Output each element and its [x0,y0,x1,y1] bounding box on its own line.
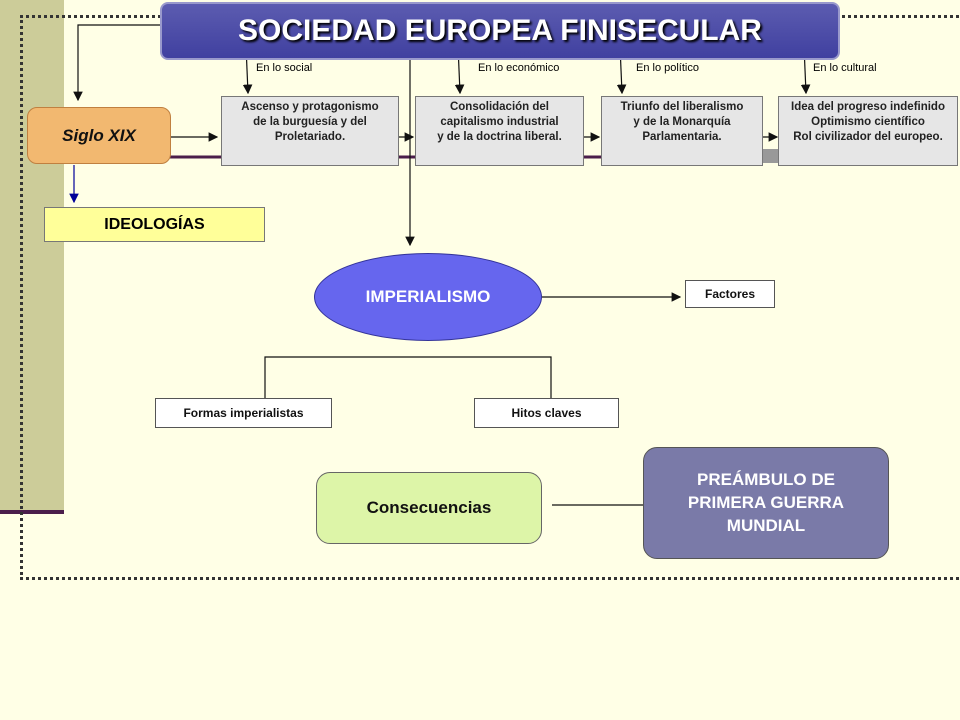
box-economico: Consolidación del capitalismo industrial… [415,96,584,166]
factores-node: Factores [685,280,775,308]
imperialismo-node: IMPERIALISMO [314,253,542,341]
box-economico-line: y de la doctrina liberal. [437,131,562,143]
aspect-label-economico: En lo económico [478,62,560,74]
box-social-line: Proletariado. [274,131,346,143]
arrow-title-siglo [73,24,160,102]
ideologias-node: IDEOLOGÍAS [44,207,265,242]
aspect-label-social: En lo social [256,62,313,74]
box-cultural: Idea del progreso indefinido Optimismo c… [778,96,958,166]
box-social-line: de la burguesía y del [253,116,367,128]
box-cultural-line: Optimismo científico [811,116,925,128]
left-decorative-bar [0,0,64,512]
siglo-xix-node: Siglo XIX [27,107,171,164]
aspect-label-politico: En lo político [636,62,699,74]
preambulo-line: PRIMERA GUERRA [687,493,845,512]
consecuencias-node: Consecuencias [316,472,542,544]
box-social-line: Ascenso y protagonismo [241,101,379,113]
page-title: SOCIEDAD EUROPEA FINISECULAR [160,2,840,60]
preambulo-node: PREÁMBULO DE PRIMERA GUERRA MUNDIAL [643,447,889,559]
left-bar-underline [0,510,64,514]
formas-imperialistas-node: Formas imperialistas [155,398,332,428]
aspect-label-cultural: En lo cultural [813,62,877,74]
preambulo-line: PREÁMBULO DE [697,470,835,489]
box-economico-line: capitalismo industrial [440,116,559,128]
box-politico: Triunfo del liberalismo y de la Monarquí… [601,96,763,166]
box-politico-line: y de la Monarquía [633,116,731,128]
box-cultural-line: Idea del progreso indefinido [791,101,945,113]
box-politico-line: Parlamentaria. [642,131,722,143]
box-cultural-line: Rol civilizador del europeo. [793,131,943,143]
bracket-formas-hitos [264,356,552,398]
box-social: Ascenso y protagonismo de la burguesía y… [221,96,399,166]
preambulo-line: MUNDIAL [726,516,806,535]
box-economico-line: Consolidación del [449,101,550,113]
hitos-claves-node: Hitos claves [474,398,619,428]
box-politico-line: Triunfo del liberalismo [620,101,744,113]
